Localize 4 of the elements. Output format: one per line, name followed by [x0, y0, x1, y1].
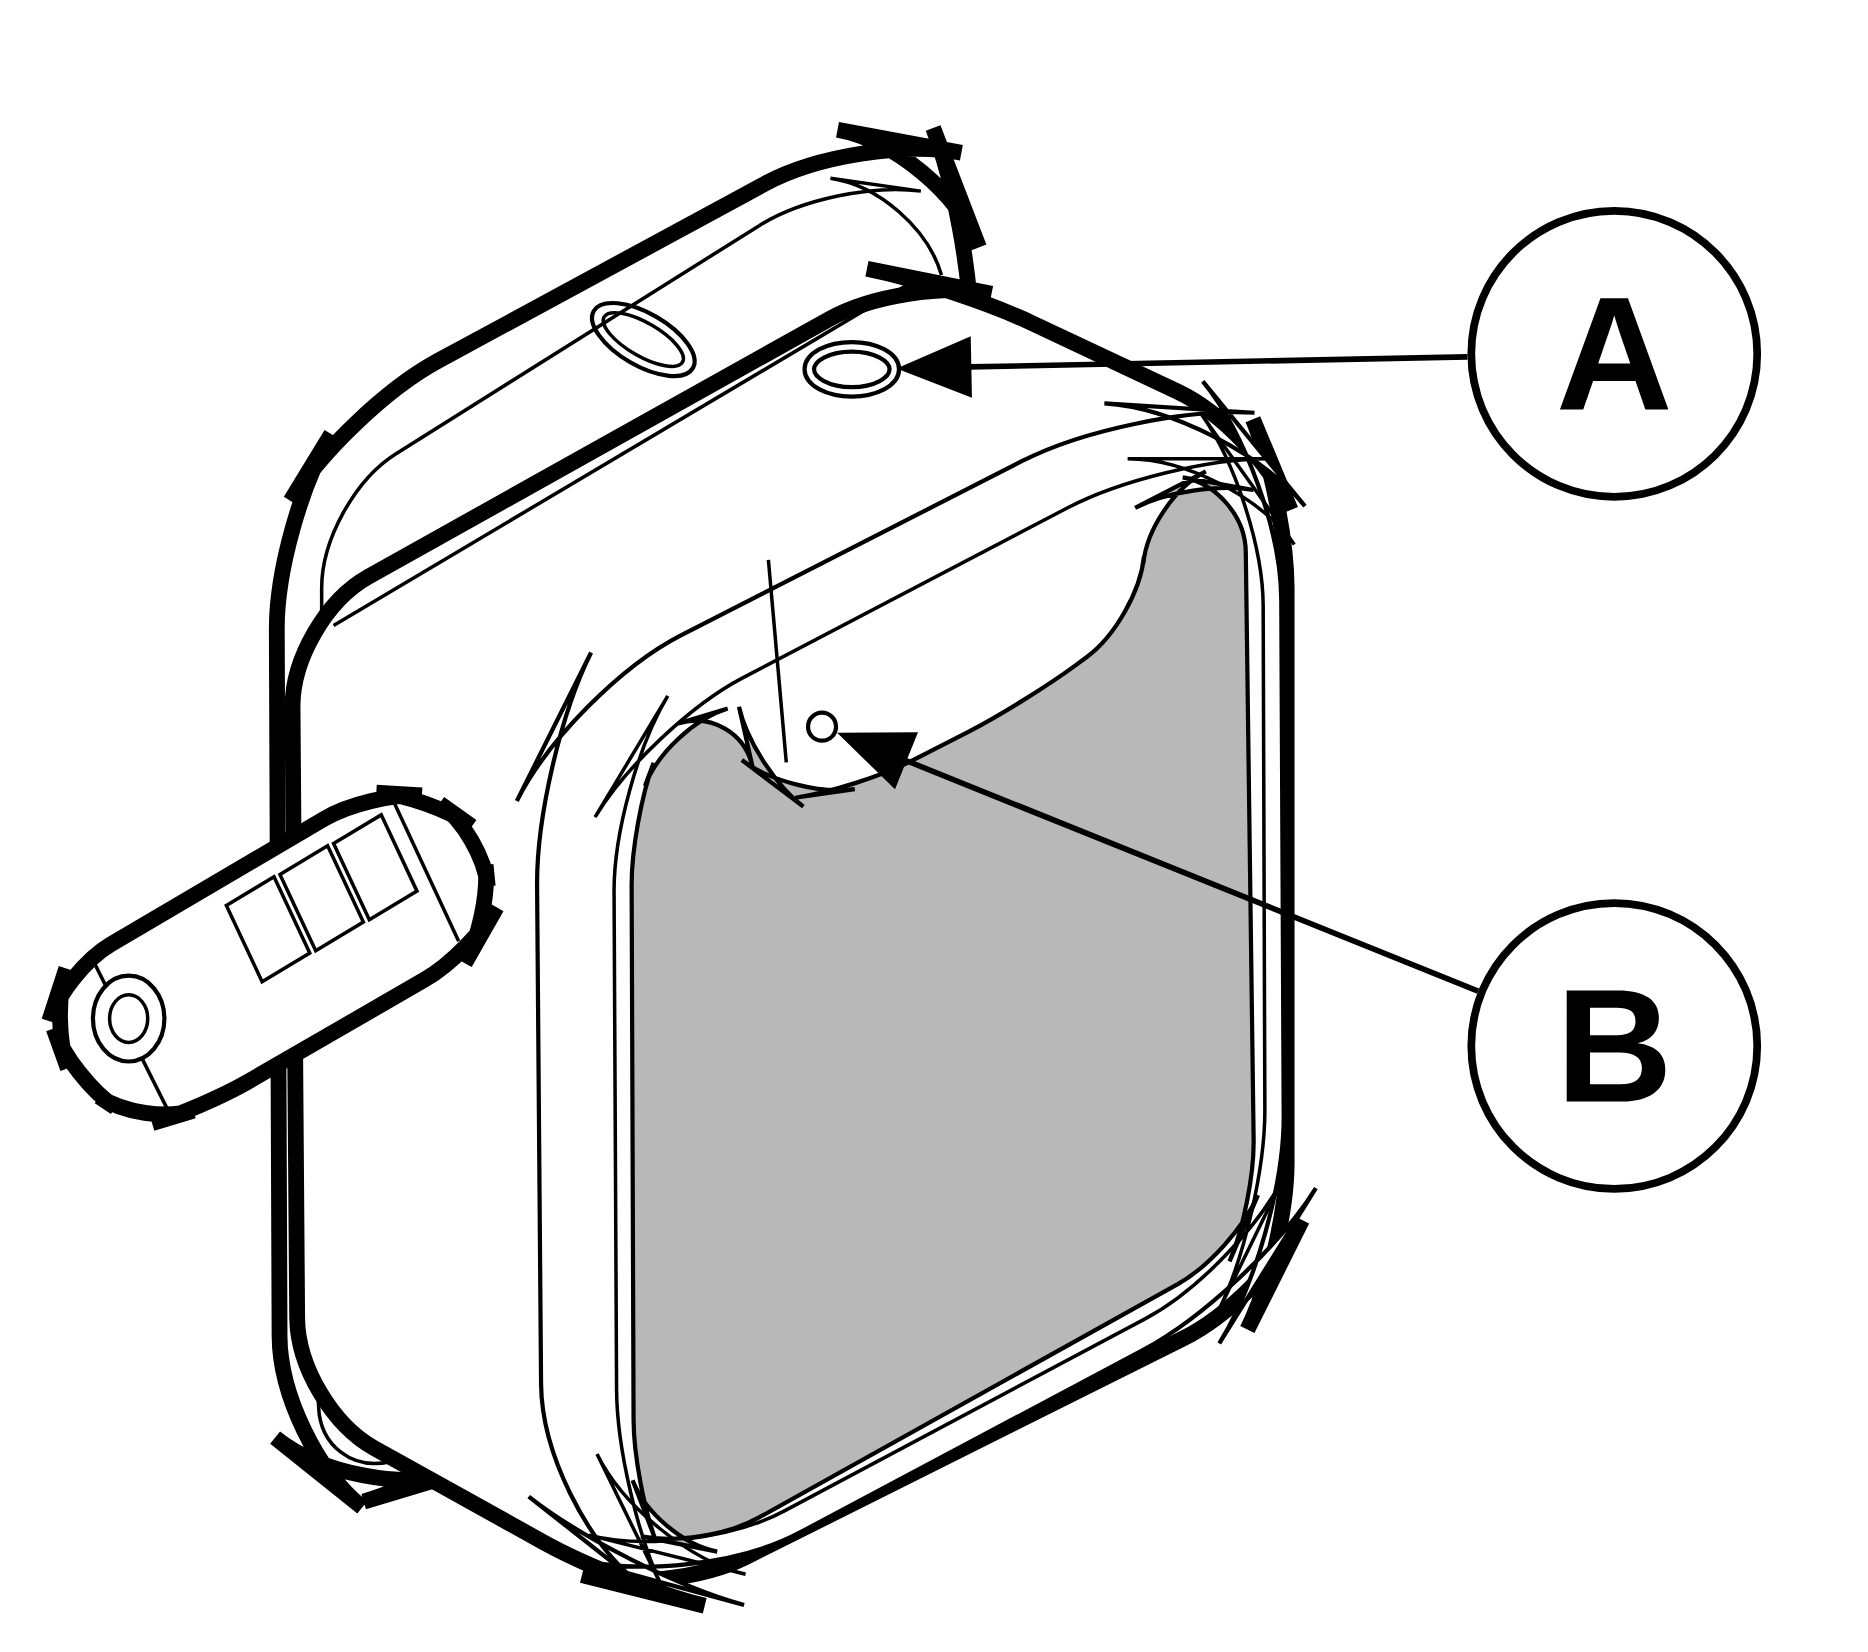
- callout-letter: B: [1467, 899, 1762, 1193]
- led-indicator: [805, 710, 839, 743]
- button: [802, 339, 902, 399]
- callout-letter: A: [1467, 206, 1762, 501]
